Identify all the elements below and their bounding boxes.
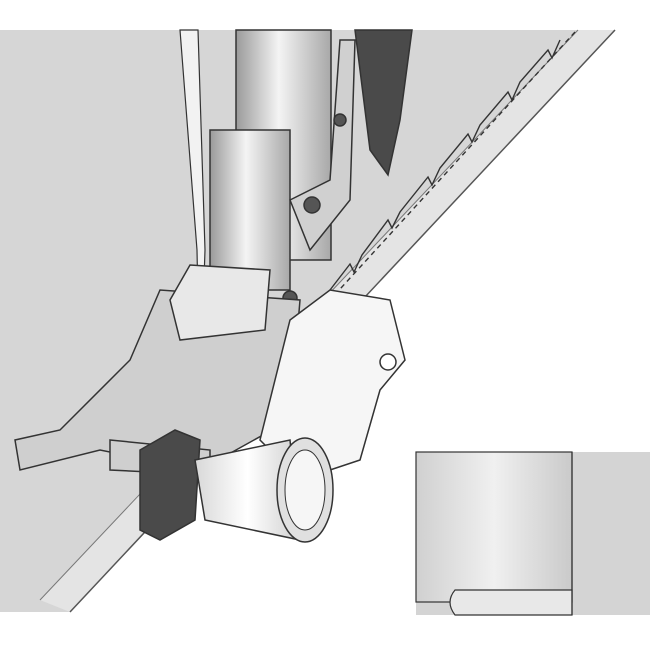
inset-hem-detail: [415, 451, 650, 616]
presser-foot: [14, 264, 301, 471]
stitch-line: [329, 31, 576, 301]
presser-foot-shank: [209, 29, 413, 306]
edge-guide: [109, 289, 406, 543]
